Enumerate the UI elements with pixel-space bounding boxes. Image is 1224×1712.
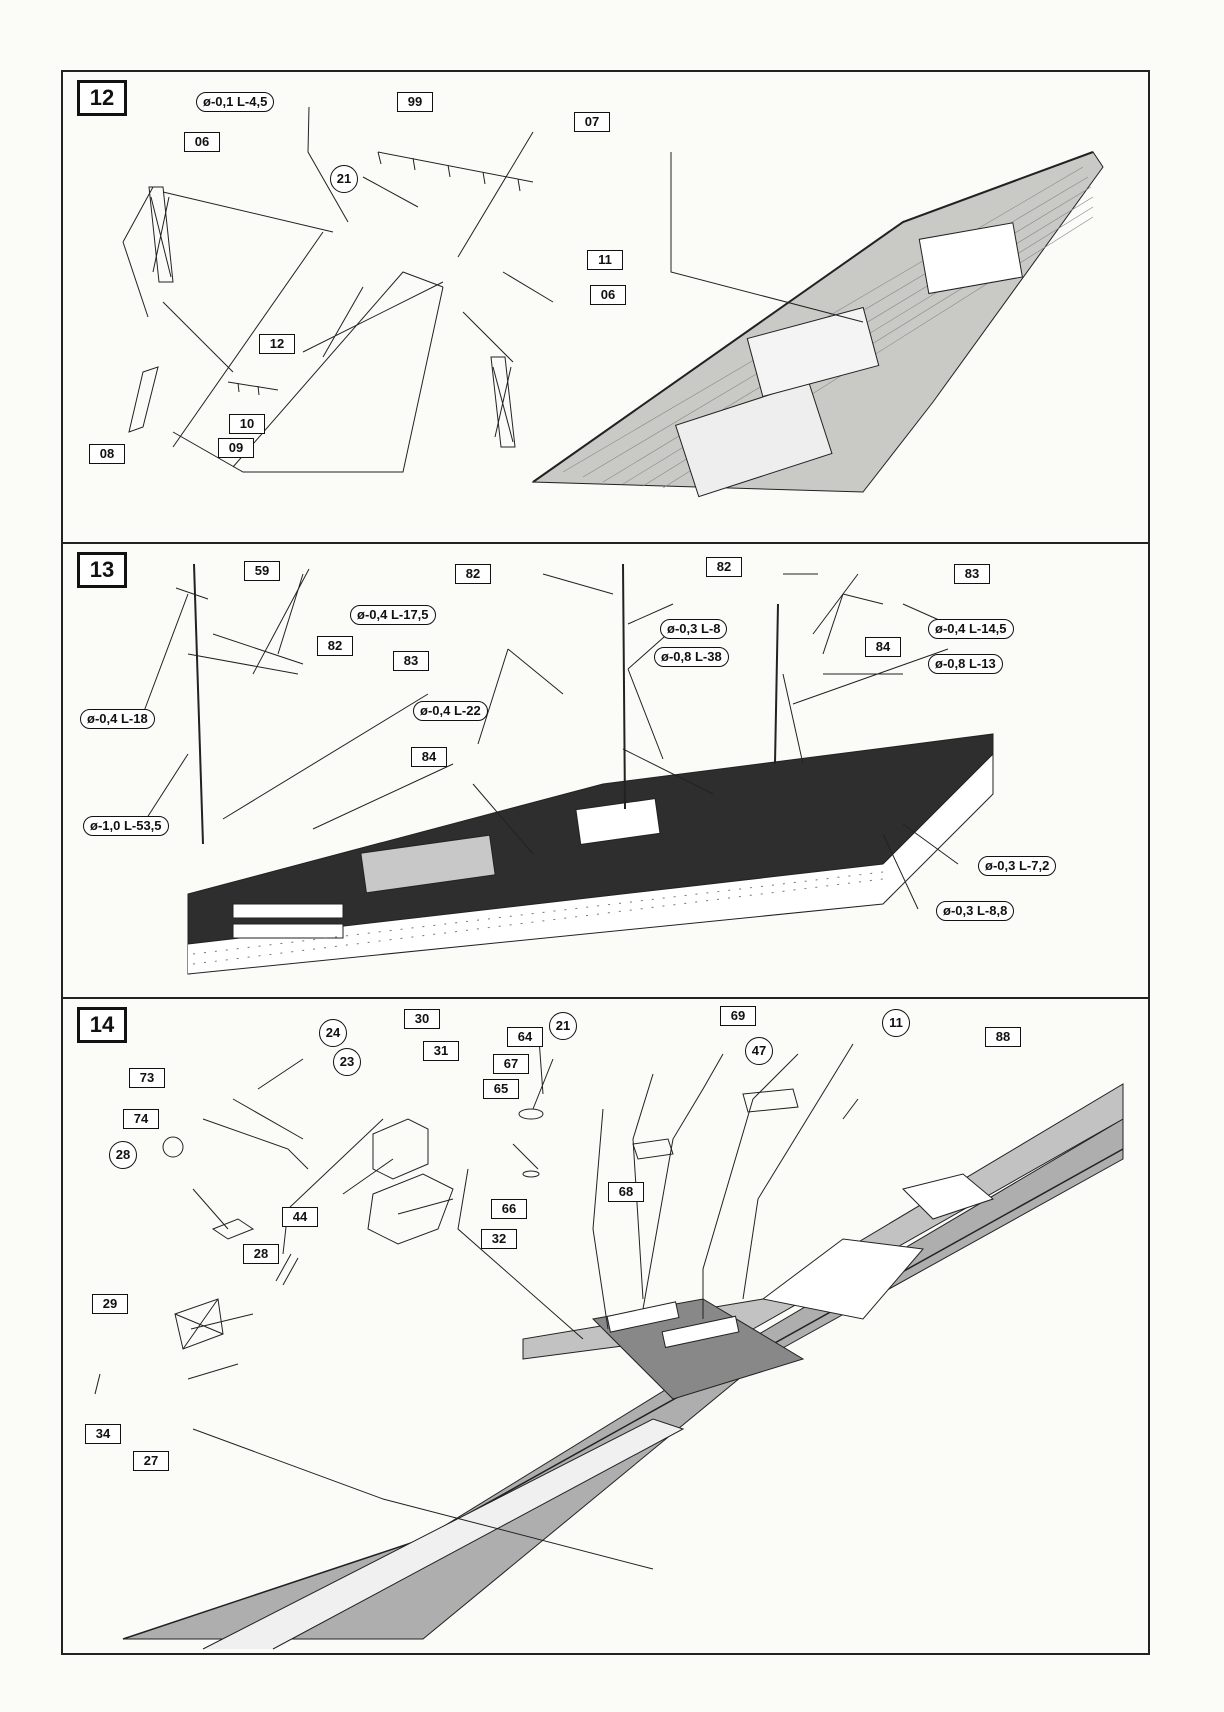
part-callout: 44 bbox=[282, 1207, 318, 1227]
part-callout: 82 bbox=[317, 636, 353, 656]
part-callout: ø-0,8 L-13 bbox=[928, 654, 1003, 674]
part-callout: ø-0,4 L-14,5 bbox=[928, 619, 1014, 639]
part-callout: 65 bbox=[483, 1079, 519, 1099]
part-callout: 10 bbox=[229, 414, 265, 434]
part-callout: ø-0,4 L-17,5 bbox=[350, 605, 436, 625]
part-callout: 08 bbox=[89, 444, 125, 464]
part-callout: ø-0,3 L-8,8 bbox=[936, 901, 1015, 921]
part-callout: ø-0,3 L-7,2 bbox=[978, 856, 1057, 876]
part-callout: 84 bbox=[411, 747, 447, 767]
part-callout: 23 bbox=[333, 1048, 361, 1076]
part-callout: 59 bbox=[244, 561, 280, 581]
part-callout: 06 bbox=[590, 285, 626, 305]
part-callout: 11 bbox=[587, 250, 623, 270]
part-callout: 69 bbox=[720, 1006, 756, 1026]
part-callout: 83 bbox=[393, 651, 429, 671]
part-callout: ø-0,3 L-8 bbox=[660, 619, 728, 639]
part-callout: 68 bbox=[608, 1182, 644, 1202]
part-callout: ø-0,1 L-4,5 bbox=[196, 92, 275, 112]
step-13-panel: 13 59 ø-0,4 L-17,5 82 82 82 83 83 ø-0,3 … bbox=[63, 542, 1148, 997]
part-callout: 12 bbox=[259, 334, 295, 354]
part-callout: 67 bbox=[493, 1054, 529, 1074]
part-callout: 31 bbox=[423, 1041, 459, 1061]
part-callout: 27 bbox=[133, 1451, 169, 1471]
part-callout: 82 bbox=[706, 557, 742, 577]
step-number: 13 bbox=[77, 552, 127, 588]
part-callout: 83 bbox=[954, 564, 990, 584]
part-callout: 88 bbox=[985, 1027, 1021, 1047]
part-callout: ø-1,0 L-53,5 bbox=[83, 816, 169, 836]
part-callout: ø-0,4 L-18 bbox=[80, 709, 155, 729]
step-number: 12 bbox=[77, 80, 127, 116]
part-callout: 99 bbox=[397, 92, 433, 112]
instruction-sheet-frame: 12 ø-0,1 L-4,5 99 07 06 21 11 06 12 10 0… bbox=[61, 70, 1150, 1655]
part-callout: 21 bbox=[549, 1012, 577, 1040]
step-14-panel: 14 24 30 21 69 11 88 73 23 31 64 47 67 7… bbox=[63, 997, 1148, 1657]
step-14-drawing bbox=[94, 1038, 1124, 1650]
step-13-drawing bbox=[142, 563, 994, 975]
part-callout: 32 bbox=[481, 1229, 517, 1249]
part-callout: 09 bbox=[218, 438, 254, 458]
part-callout: 30 bbox=[404, 1009, 440, 1029]
part-callout: 64 bbox=[507, 1027, 543, 1047]
part-callout: 73 bbox=[129, 1068, 165, 1088]
part-callout: 07 bbox=[574, 112, 610, 132]
part-callout: 11 bbox=[882, 1009, 910, 1037]
part-callout: 84 bbox=[865, 637, 901, 657]
step-number: 14 bbox=[77, 1007, 127, 1043]
part-callout: 82 bbox=[455, 564, 491, 584]
part-callout: 47 bbox=[745, 1037, 773, 1065]
step-12-drawing bbox=[122, 106, 1104, 498]
part-callout: 21 bbox=[330, 165, 358, 193]
part-callout: 34 bbox=[85, 1424, 121, 1444]
step-12-panel: 12 ø-0,1 L-4,5 99 07 06 21 11 06 12 10 0… bbox=[63, 72, 1148, 542]
part-callout: 74 bbox=[123, 1109, 159, 1129]
part-callout: 28 bbox=[243, 1244, 279, 1264]
part-callout: 24 bbox=[319, 1019, 347, 1047]
part-callout: 29 bbox=[92, 1294, 128, 1314]
part-callout: ø-0,8 L-38 bbox=[654, 647, 729, 667]
part-callout: 28 bbox=[109, 1141, 137, 1169]
part-callout: ø-0,4 L-22 bbox=[413, 701, 488, 721]
part-callout: 06 bbox=[184, 132, 220, 152]
part-callout: 66 bbox=[491, 1199, 527, 1219]
